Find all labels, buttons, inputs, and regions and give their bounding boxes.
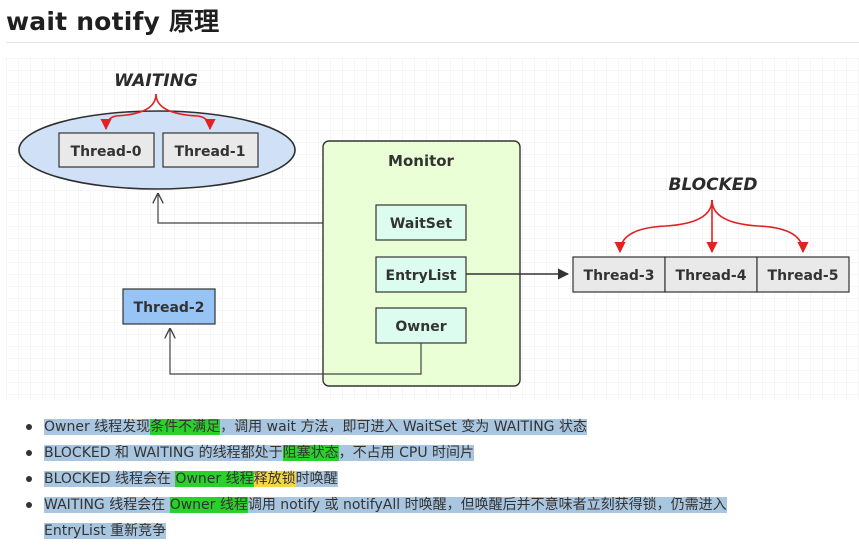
thread-3-box [572, 256, 666, 293]
waiting-red-arrows [100, 93, 216, 131]
thread-2-box [122, 288, 216, 325]
text-run: 时唤醒 [295, 471, 338, 487]
monitor-label: Monitor [388, 152, 455, 170]
highlight: Owner 线程 [175, 471, 254, 487]
highlight: 阻塞状态 [282, 445, 339, 461]
wait-notify-diagram: WAITING Thread-0 Thread-1 Monitor WaitSe… [6, 58, 859, 400]
text-run: EntryList 重新竞争 [44, 523, 167, 539]
thread-5-box [756, 256, 850, 293]
waitset-label: WaitSet [390, 216, 452, 232]
thread-0-label: Thread-0 [71, 144, 142, 160]
list-item: BLOCKED 和 WAITING 的线程都处于阻塞状态，不占用 CPU 时间片 [24, 440, 727, 466]
highlight: 条件不满足 [150, 419, 221, 435]
thread-1-label: Thread-1 [175, 144, 246, 160]
entrylist-box [375, 256, 467, 293]
text-run: WAITING 线程会在 [44, 497, 170, 513]
highlight: 释放锁 [253, 471, 296, 487]
blocked-red-arrows [614, 199, 809, 254]
waitset-ellipse [18, 110, 296, 190]
thread-4-label: Thread-4 [676, 268, 747, 284]
text-run: ，不占用 CPU 时间片 [338, 445, 475, 461]
waitset-connector [158, 194, 376, 224]
owner-connector [170, 329, 422, 375]
title-divider [6, 42, 859, 43]
notes-list: Owner 线程发现条件不满足，调用 wait 方法，即可进入 WaitSet … [24, 414, 727, 544]
thread-5-label: Thread-5 [768, 268, 839, 284]
thread-2-label: Thread-2 [134, 300, 205, 316]
thread-3-label: Thread-3 [584, 268, 655, 284]
thread-1-box [162, 132, 259, 168]
text-run: Owner 线程发现 [44, 419, 151, 435]
text-run: 调用 notify 或 notifyAll 时唤醒，但唤醒后并不意味者立刻获得锁… [247, 497, 727, 513]
list-item: BLOCKED 线程会在 Owner 线程释放锁时唤醒 [24, 466, 727, 492]
thread-4-box [664, 256, 758, 293]
page-title: wait notify 原理 [6, 7, 220, 36]
text-run: BLOCKED 线程会在 [44, 471, 176, 487]
waitset-box [375, 204, 467, 241]
entrylist-label: EntryList [386, 268, 457, 284]
blocked-label: BLOCKED [668, 175, 757, 195]
text-run: ，调用 wait 方法，即可进入 WaitSet 变为 WAITING 状态 [220, 419, 587, 435]
waiting-label: WAITING [114, 71, 198, 91]
list-item: WAITING 线程会在 Owner 线程调用 notify 或 notifyA… [24, 492, 727, 544]
text-run: BLOCKED 和 WAITING 的线程都处于 [44, 445, 283, 461]
thread-0-box [58, 132, 155, 168]
list-item: Owner 线程发现条件不满足，调用 wait 方法，即可进入 WaitSet … [24, 414, 727, 440]
highlight: Owner 线程 [169, 497, 248, 513]
owner-label: Owner [395, 319, 446, 335]
